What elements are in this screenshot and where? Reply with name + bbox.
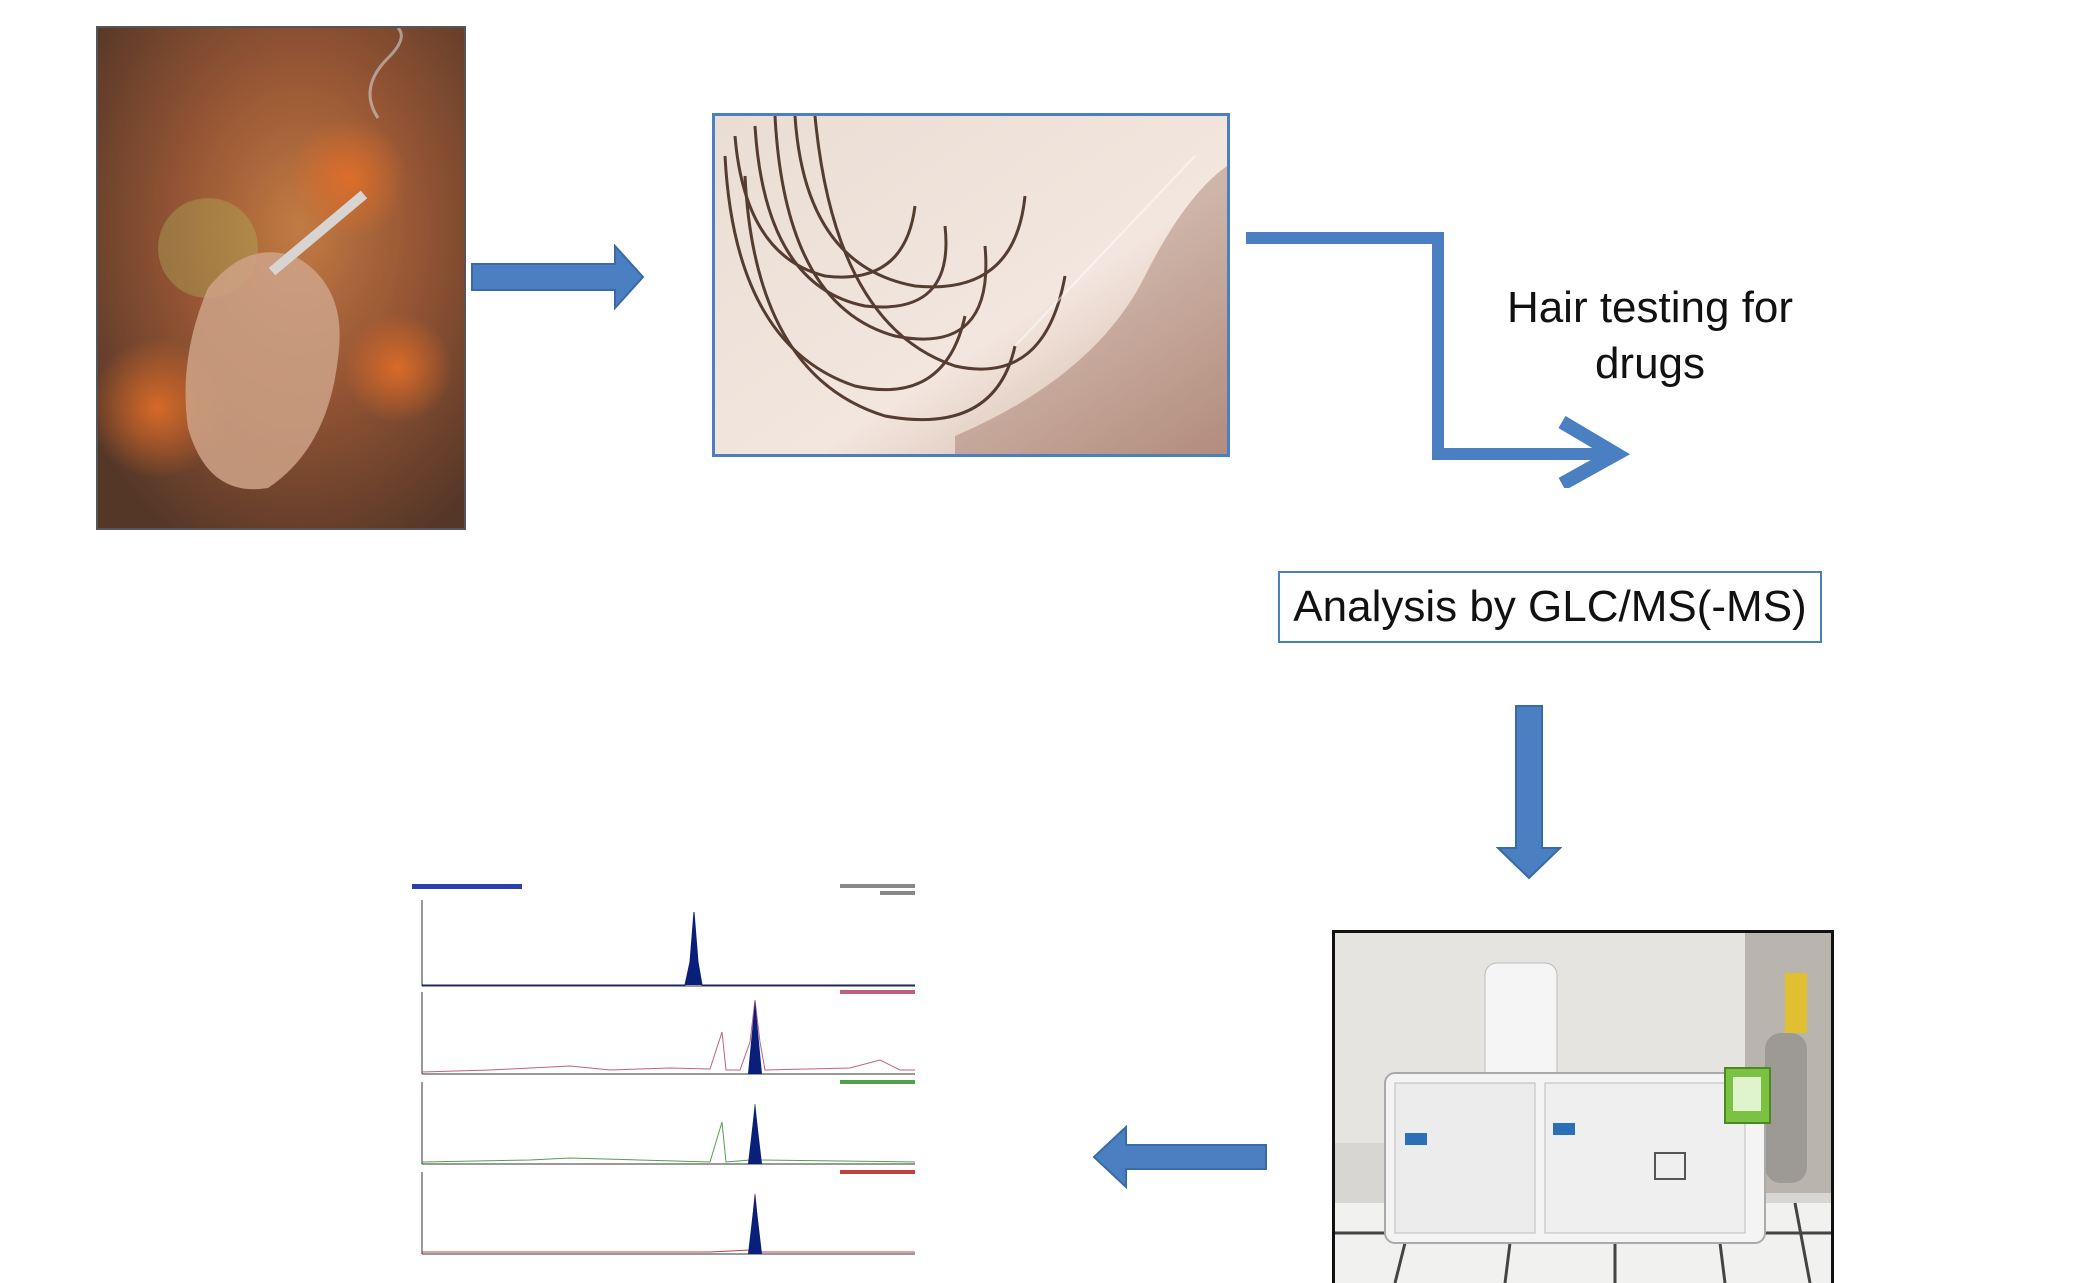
hair-testing-label: Hair testing for drugs: [1480, 280, 1820, 392]
arrow-right-1: [471, 244, 645, 310]
hair-photo: [712, 113, 1230, 457]
chromatogram-trace-1: [421, 900, 915, 987]
smoking-photo: [96, 26, 466, 530]
arrow-down-right: [1246, 232, 1631, 488]
analysis-box: Analysis by GLC/MS(-MS): [1278, 571, 1822, 643]
arrow-down: [1496, 705, 1562, 880]
chromatogram-trace-3: [421, 1082, 916, 1165]
instrument-photo: [1332, 930, 1834, 1283]
hair-testing-line1: Hair testing for: [1506, 283, 1794, 332]
hair-testing-line2: drugs: [1594, 339, 1706, 388]
chromatogram-trace-4: [421, 1172, 915, 1255]
analysis-label: Analysis by GLC/MS(-MS): [1293, 582, 1807, 631]
arrow-left: [1092, 1125, 1267, 1189]
chromatogram-trace-2: [421, 992, 915, 1075]
chromatogram: [412, 884, 916, 1255]
